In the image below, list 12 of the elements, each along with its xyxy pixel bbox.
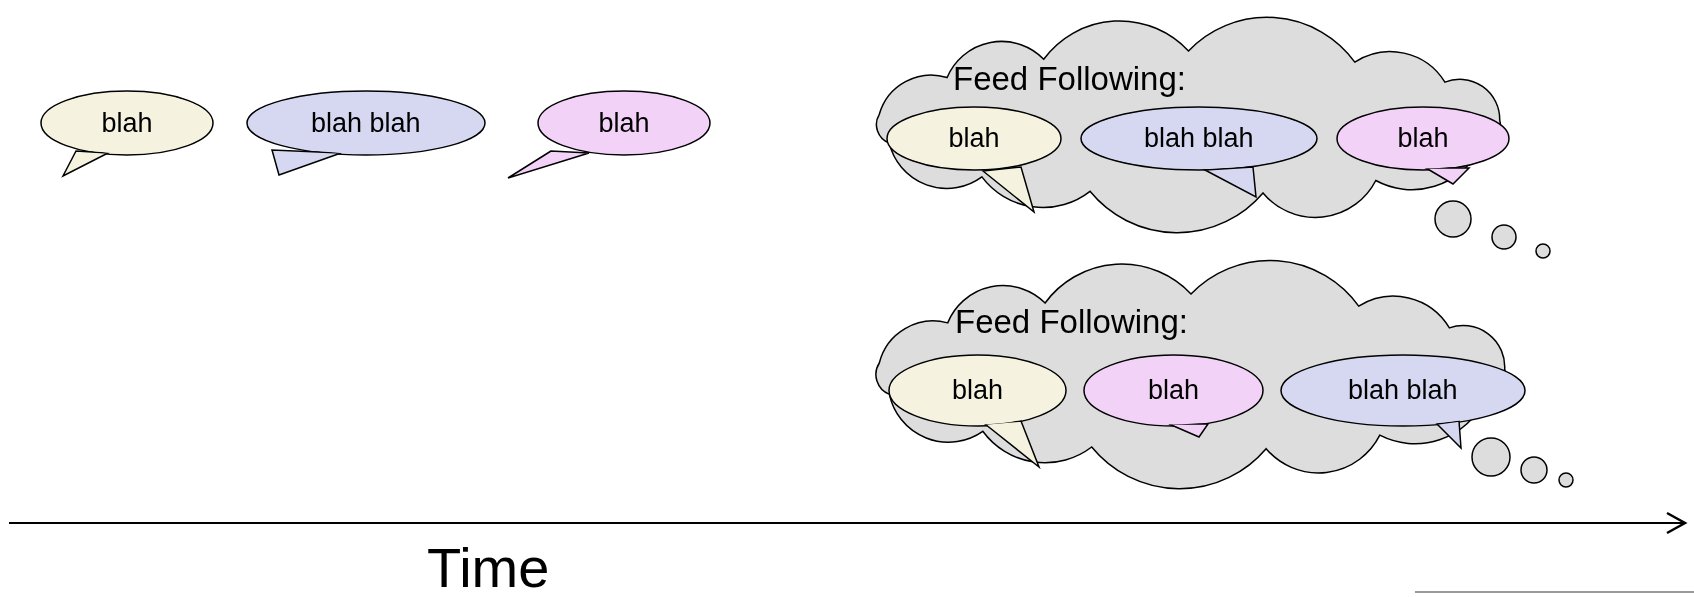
bubble-text: blah [598, 109, 650, 137]
bubble-text: blah [101, 109, 153, 137]
bubble-text: blah blah [1348, 377, 1458, 404]
bubble-text: blah blah [1144, 125, 1254, 152]
bubble-text: blah [1397, 125, 1449, 152]
cloud-heading: Feed Following: [955, 305, 1188, 338]
bubble-text: blah [952, 377, 1004, 404]
cloud-heading: Feed Following: [953, 62, 1186, 95]
bubble-text: blah [948, 125, 1000, 152]
bubble-text: blah blah [311, 109, 421, 137]
axis-label: Time [427, 540, 550, 596]
bubble-text: blah [1148, 377, 1200, 404]
